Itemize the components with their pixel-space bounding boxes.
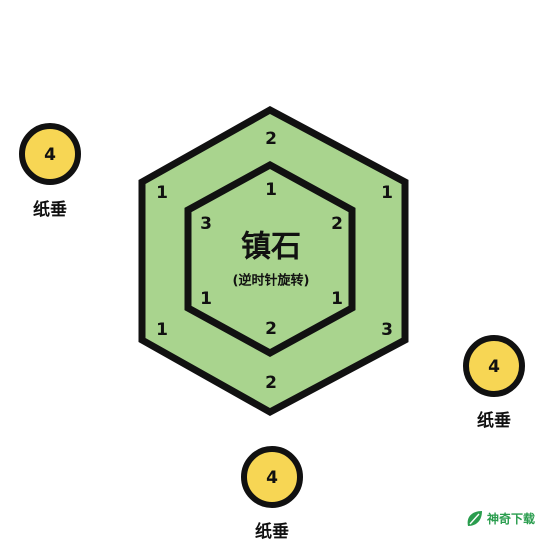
outer-ring-number: 3 (381, 320, 393, 340)
stone-inner-hexagon (184, 161, 356, 357)
leaf-download-icon (467, 511, 482, 526)
inner-ring-number: 1 (200, 289, 212, 309)
watermark-text: 神奇下载 (487, 511, 535, 526)
weight-label: 纸垂 (255, 521, 289, 542)
inner-ring-number: 2 (265, 319, 277, 339)
weight-value: 4 (488, 357, 500, 377)
paper-weight-left[interactable]: 4 纸垂 (19, 123, 81, 220)
inner-ring-number: 3 (200, 214, 212, 234)
paper-weight-bottom[interactable]: 4 纸垂 (241, 446, 303, 542)
outer-ring-number: 1 (381, 183, 393, 203)
weight-label: 纸垂 (477, 410, 511, 431)
stone-title: 镇石 (241, 230, 301, 265)
watermark: 神奇下载 (467, 511, 535, 526)
stone-subtitle: (逆时针旋转) (233, 273, 310, 289)
weight-value: 4 (266, 468, 278, 488)
inner-ring-number: 1 (331, 289, 343, 309)
weight-coin (241, 446, 303, 508)
inner-ring-number: 1 (265, 180, 277, 200)
outer-ring-number: 1 (156, 320, 168, 340)
outer-ring-number: 2 (265, 373, 277, 393)
weight-label: 纸垂 (33, 199, 67, 220)
weight-coin (463, 335, 525, 397)
paper-weight-right[interactable]: 4 纸垂 (463, 335, 525, 431)
weight-coin (19, 123, 81, 185)
outer-ring-number: 2 (265, 129, 277, 149)
stone-object[interactable]: 2 1 3 2 1 1 1 2 1 2 1 3 镇石 (逆时针旋转) (138, 106, 409, 416)
outer-ring-number: 1 (156, 183, 168, 203)
weight-value: 4 (44, 145, 56, 165)
inner-ring-number: 2 (331, 214, 343, 234)
